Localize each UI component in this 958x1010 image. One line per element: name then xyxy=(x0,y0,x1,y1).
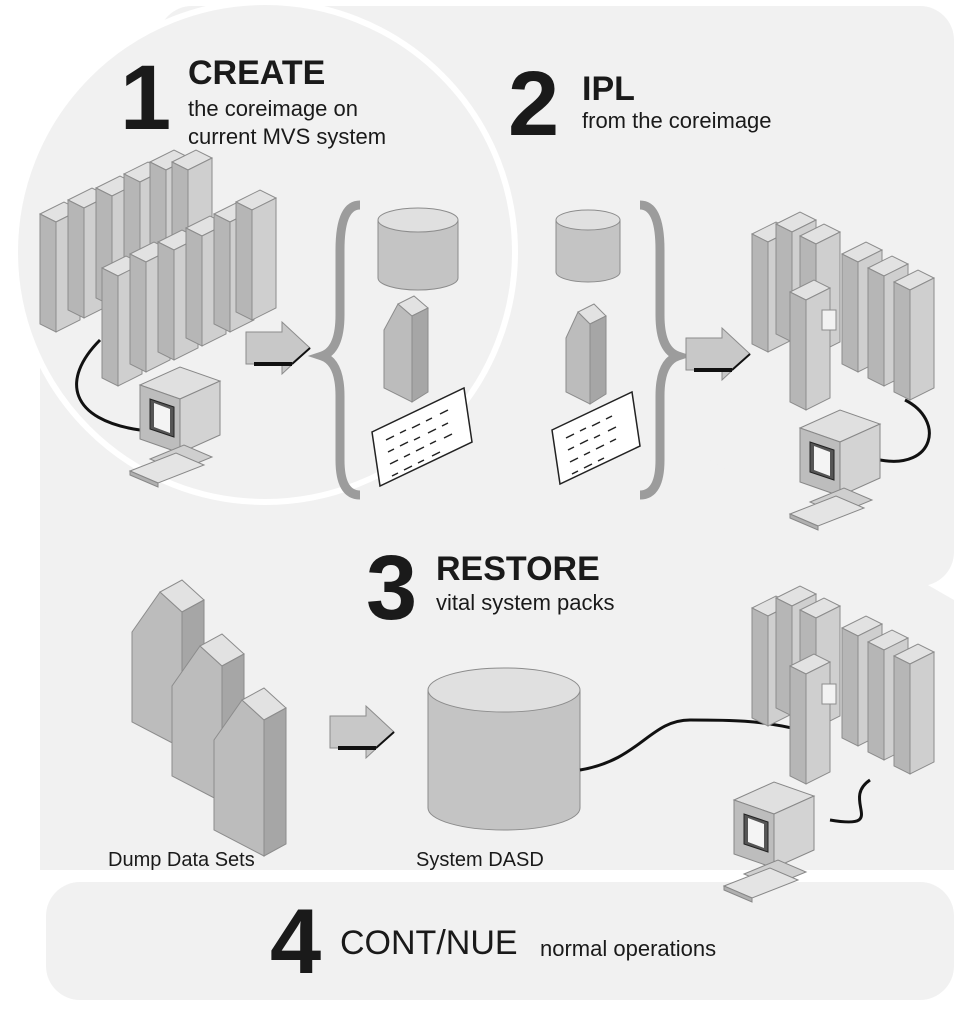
punch-card-icon xyxy=(551,390,641,486)
step-3-line-1: vital system packs xyxy=(436,590,615,615)
cable-line xyxy=(75,338,141,432)
disk-icon xyxy=(555,209,621,283)
step-3-title: RESTORE xyxy=(436,550,600,588)
tape-cartridge-icon xyxy=(383,295,429,403)
step-4-number: 4 xyxy=(270,891,322,993)
cable-line xyxy=(879,398,931,463)
step-1-number: 1 xyxy=(120,47,172,149)
step-4-line-1: normal operations xyxy=(540,936,717,961)
step-2-title: IPL xyxy=(582,70,635,108)
dump-data-sets-label: Dump Data Sets xyxy=(108,849,255,871)
mainframe-icon xyxy=(751,585,935,785)
bracket-icon xyxy=(307,200,361,500)
panel-continue xyxy=(46,882,954,1000)
mainframe-icon xyxy=(751,211,935,411)
disk-icon xyxy=(377,207,459,291)
step-4-title: CONT/NUE xyxy=(340,924,518,962)
step-1-line-2: current MVS system xyxy=(188,124,387,149)
bracket-icon xyxy=(639,200,693,500)
step-2-line-1: from the coreimage xyxy=(582,108,772,133)
system-dasd-icon xyxy=(427,667,581,831)
step-1-line-1: the coreimage on xyxy=(188,96,358,121)
punch-card-icon xyxy=(371,386,473,488)
system-dasd-label: System DASD xyxy=(416,849,544,871)
step-3-number: 3 xyxy=(366,537,418,639)
tape-cartridge-icon xyxy=(565,303,607,405)
cable-line xyxy=(829,778,871,824)
step-2-number: 2 xyxy=(508,53,560,155)
step-1-title: CREATE xyxy=(188,54,326,92)
